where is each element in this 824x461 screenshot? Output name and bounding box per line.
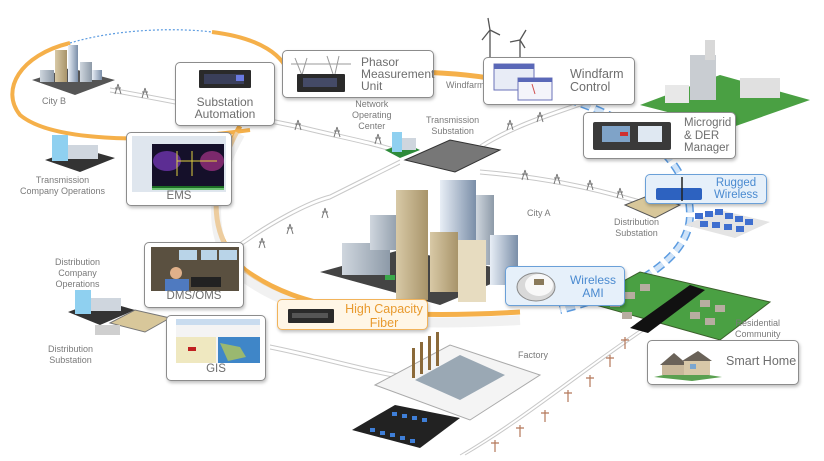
label-transmission-company-operations: Transmission Company Operations [20,175,106,196]
callout-high-capacity-fiber[interactable]: High Capacity Fiber [277,299,428,330]
control-room-photo [151,247,239,291]
fiber-switch-icon [288,309,334,323]
label-distribution-substation-right: Distribution Substation [614,217,660,238]
smart-meter-icon [516,272,556,302]
distribution-company-building [68,290,172,335]
smart-home-house-icon [654,351,722,381]
callout-rugged-wireless[interactable]: Rugged Wireless [645,174,767,204]
callout-smart-home[interactable]: Smart Home [647,340,799,385]
der-controller-icon [593,122,671,150]
callout-ems[interactable]: EMS [126,132,232,206]
label-distribution-company-operations: Distribution Company Operations [55,257,101,289]
factory-complex [352,332,542,448]
gis-map-thumbnail [176,319,260,363]
city-a-buildings [320,180,520,305]
label-windfarm: Windfarm [446,80,485,90]
callout-dms-oms[interactable]: DMS/OMS [144,242,244,308]
label-city-a: City A [527,208,551,218]
ems-screen-thumbnail [132,136,226,192]
wind-turbines [481,17,527,65]
wireless-router-icon [656,177,702,201]
label-factory: Factory [518,350,549,360]
label-network-operating-center: Network Operating Center [352,99,392,131]
callout-windfarm-control[interactable]: Windfarm Control [483,57,635,105]
utility-poles [491,337,629,452]
pylons [114,83,624,249]
city-b-buildings [32,45,115,95]
callout-microgrid-der-manager[interactable]: Microgrid & DER Manager [583,112,736,159]
relay-device-icon [199,70,251,88]
callout-phasor-measurement-unit[interactable]: Phasor Measurement Unit [282,50,434,98]
label-city-b: City B [42,96,67,106]
noc-and-transmission-substation [385,132,502,173]
callout-wireless-ami[interactable]: Wireless AMI [505,266,625,306]
label-transmission-substation: Transmission Substation [426,115,480,136]
windfarm-screens-icon [493,63,553,101]
callout-substation-automation[interactable]: Substation Automation [175,62,275,126]
callout-gis[interactable]: GIS [166,315,266,381]
transmission-company-building [45,135,115,172]
label-residential-community: Residential Community [735,318,781,339]
label-distribution-substation-left: Distribution Substation [48,344,94,365]
pmu-device-icon [291,55,351,92]
